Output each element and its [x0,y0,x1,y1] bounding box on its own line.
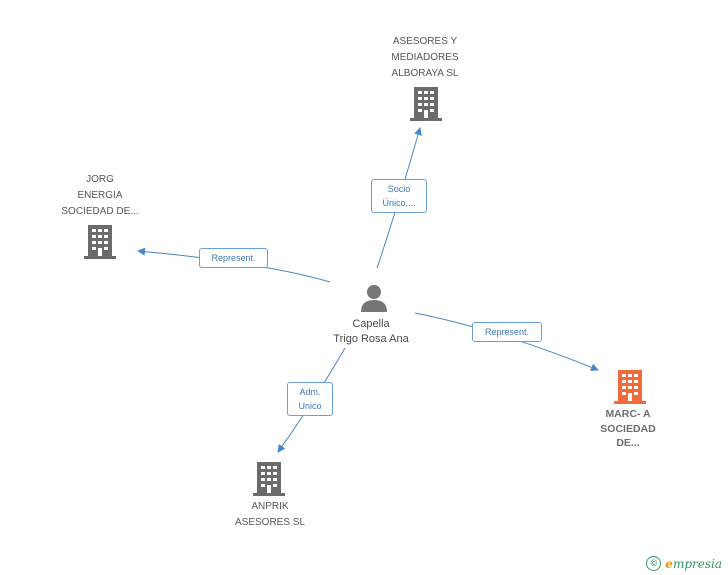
brand-logo: empresia [665,557,722,571]
node-label-marc-a[interactable]: MARC- A SOCIEDAD DE... [600,408,656,449]
building-icon[interactable] [410,85,442,121]
building-icon[interactable] [84,223,116,259]
building-icon[interactable] [253,460,285,496]
building-icon[interactable] [614,368,646,404]
node-label-anprik[interactable]: ANPRIK ASESORES SL [234,501,306,528]
node-label-jorg[interactable]: JORG ENERGIA SOCIEDAD DE... [61,174,139,217]
brand-rest: mpresia [672,556,722,571]
brand-initial: e [665,556,673,571]
edge-label-adm-unico[interactable]: Adm. Unico [287,382,333,416]
copyright-icon: © [646,556,662,571]
person-icon[interactable] [359,283,389,313]
edge-label-represent-marc[interactable]: Represent. [472,322,542,342]
footer-brand: © empresia [646,556,722,571]
node-label-person-center[interactable]: Capella Trigo Rosa Ana [333,318,409,345]
edge-label-represent-jorg[interactable]: Represent. [199,248,268,268]
edge-label-socio-unico[interactable]: Socio Único,... [371,179,427,213]
node-label-asesores-mediadores[interactable]: ASESORES Y MEDIADORES ALBORAYA SL [391,36,459,79]
